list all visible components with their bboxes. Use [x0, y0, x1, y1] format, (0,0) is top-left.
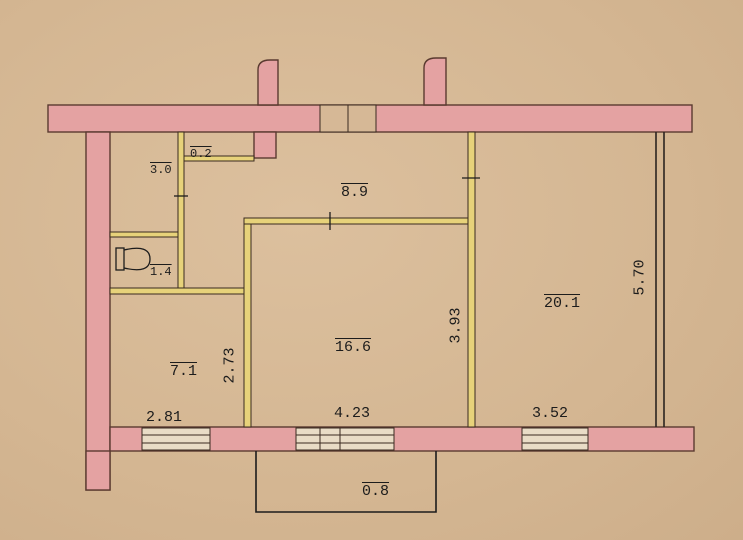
wall-shaft-stub	[253, 131, 277, 159]
vent-shaft-right	[423, 57, 447, 106]
dimension-height-living-room: 5.70	[631, 259, 649, 296]
partitions	[109, 131, 480, 428]
dimension-height-middle-room: 3.93	[447, 307, 465, 344]
balcony	[255, 451, 437, 513]
room-area-wc: 1.4	[150, 265, 172, 279]
wall-left	[85, 131, 111, 491]
dimension-height-small-room: 2.73	[221, 347, 239, 384]
dimension-width-small-room: 2.81	[146, 409, 183, 426]
room-area-balcony: 0.8	[362, 483, 390, 500]
vent-shaft-left	[257, 59, 279, 106]
room-area-living-room: 20.1	[544, 295, 581, 312]
room-area-middle-room: 16.6	[335, 339, 372, 356]
room-area-bathroom: 3.0	[150, 163, 172, 177]
balcony-door-window	[295, 427, 395, 451]
room-area-corridor: 8.9	[341, 184, 369, 201]
window-small-room	[141, 427, 211, 451]
dimension-width-living-room: 3.52	[532, 405, 569, 422]
room-area-small-room: 7.1	[170, 363, 198, 380]
toilet-fixture	[115, 247, 151, 271]
window-living-room	[521, 427, 589, 451]
room-area-closet: 0.2	[190, 147, 212, 161]
wall-left-extension	[85, 450, 111, 491]
dimension-width-middle-room: 4.23	[334, 405, 371, 422]
openings	[141, 104, 589, 451]
